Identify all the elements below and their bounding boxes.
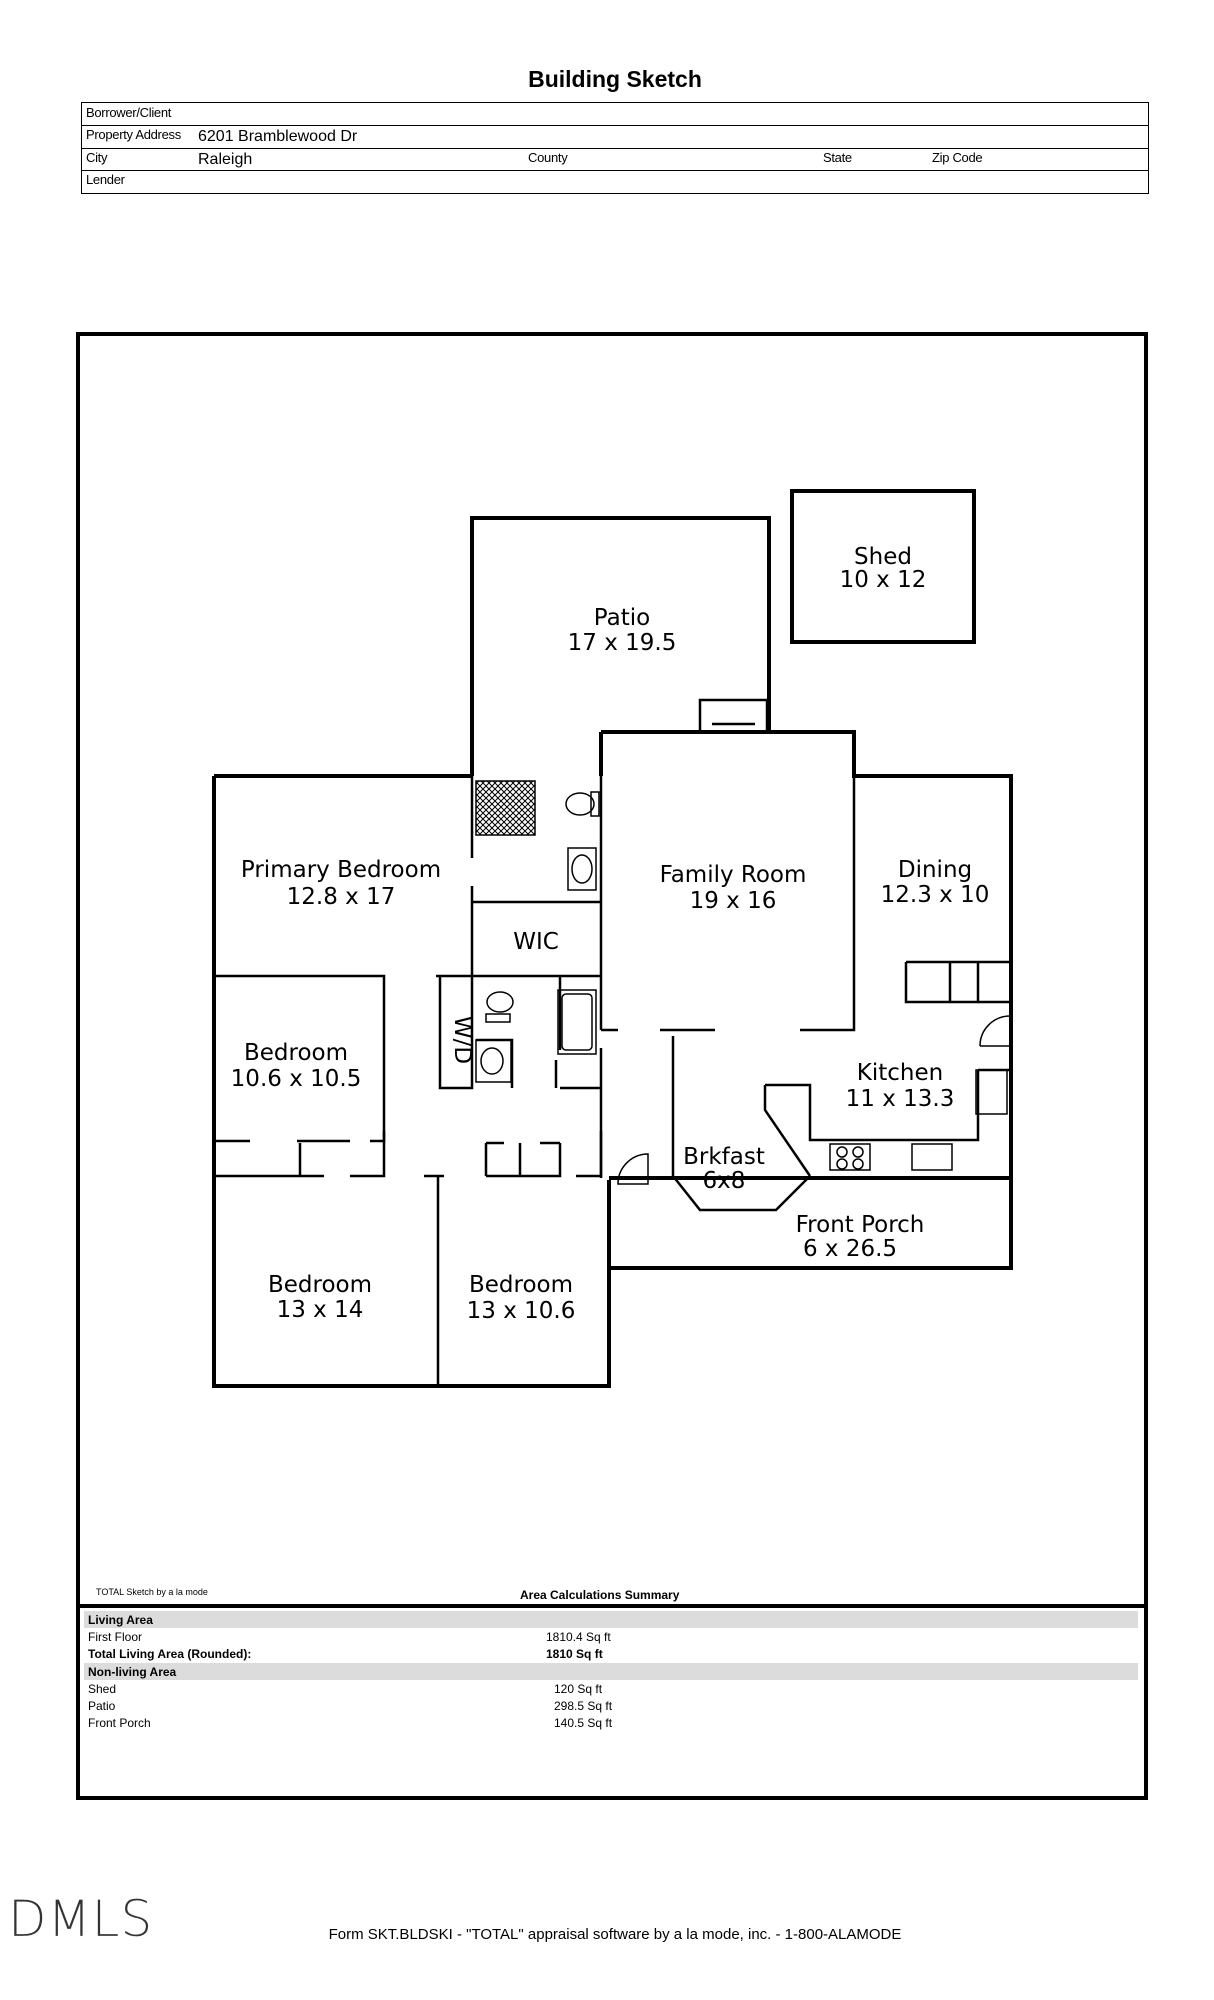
dining-dim: 12.3 x 10 [881, 882, 990, 908]
dining-name: Dining [898, 857, 972, 883]
lender-label: Lender [86, 172, 125, 187]
porch-row: Front Porch 140.5 Sq ft [84, 1714, 1138, 1731]
living-area-label: Living Area [88, 1613, 153, 1627]
page-title: Building Sketch [528, 66, 702, 92]
breakfast-dim: 6x8 [703, 1168, 746, 1194]
bedroom-1-dim: 10.6 x 10.5 [231, 1066, 362, 1092]
bedroom-3-name: Bedroom [469, 1272, 573, 1298]
zip-label: Zip Code [932, 150, 983, 165]
address-label: Property Address [86, 127, 181, 142]
total-label: Total Living Area (Rounded): [88, 1647, 252, 1661]
porch-area-value: 140.5 Sq ft [554, 1716, 613, 1730]
bedroom-3-dim: 13 x 10.6 [467, 1298, 576, 1324]
kitchen-dim: 11 x 13.3 [846, 1086, 955, 1112]
shed-row: Shed 120 Sq ft [84, 1680, 1138, 1697]
shed-area-value: 120 Sq ft [554, 1682, 603, 1696]
property-info-table: Borrower/Client Property Address 6201 Br… [81, 102, 1149, 194]
bedroom-1-name: Bedroom [244, 1040, 348, 1066]
footer-text: Form SKT.BLDSKI - "TOTAL" appraisal soft… [328, 1926, 902, 1943]
area-summary: TOTAL Sketch by a la mode Area Calculati… [80, 1587, 1144, 1796]
address-value: 6201 Bramblewood Dr [198, 128, 358, 145]
first-floor-label: First Floor [88, 1630, 142, 1644]
porch-area-label: Front Porch [88, 1716, 151, 1730]
city-row: City Raleigh County State Zip Code [82, 148, 1148, 171]
borrower-label: Borrower/Client [86, 105, 172, 120]
patio-dim: 17 x 19.5 [568, 630, 677, 656]
wic-label: WIC [513, 929, 559, 955]
wd-label: W/D [449, 1016, 475, 1064]
front-porch-name: Front Porch [796, 1212, 925, 1238]
shed-outline [790, 489, 976, 644]
primary-bedroom-dim: 12.8 x 17 [287, 884, 396, 910]
nonliving-label: Non-living Area [88, 1665, 177, 1679]
family-room-dim: 19 x 16 [690, 888, 777, 914]
patio-name: Patio [594, 605, 650, 631]
first-floor-row: First Floor 1810.4 Sq ft [84, 1628, 1138, 1645]
patio-row: Patio 298.5 Sq ft [84, 1697, 1138, 1714]
lender-row: Lender [82, 170, 1148, 193]
kitchen-name: Kitchen [857, 1060, 943, 1086]
county-label: County [528, 150, 568, 165]
city-value: Raleigh [198, 151, 253, 168]
living-area-header: Living Area [84, 1611, 1138, 1628]
total-value: 1810 Sq ft [546, 1647, 603, 1661]
porch-outline [609, 1176, 1013, 1270]
summary-title: Area Calculations Summary [520, 1588, 680, 1602]
breakfast-name: Brkfast [683, 1144, 765, 1170]
family-room-name: Family Room [660, 862, 807, 888]
dmls-logo: DMLS [8, 1890, 154, 1948]
city-label: City [86, 150, 108, 165]
patio-outline [470, 516, 771, 776]
sketch-frame [76, 332, 1148, 1800]
total-row: Total Living Area (Rounded): 1810 Sq ft [84, 1645, 1138, 1662]
patio-area-label: Patio [88, 1699, 116, 1713]
shed-dim: 10 x 12 [840, 567, 927, 593]
shed-area-label: Shed [88, 1682, 117, 1696]
bedroom-2-name: Bedroom [268, 1272, 372, 1298]
first-floor-value: 1810.4 Sq ft [546, 1630, 611, 1644]
front-porch-dim: 6 x 26.5 [803, 1236, 897, 1262]
nonliving-header: Non-living Area [84, 1663, 1138, 1680]
patio-area-value: 298.5 Sq ft [554, 1699, 613, 1713]
bedroom-2-dim: 13 x 14 [277, 1297, 364, 1323]
primary-bedroom-name: Primary Bedroom [241, 857, 441, 883]
state-label: State [823, 150, 852, 165]
borrower-row: Borrower/Client [82, 103, 1148, 126]
software-note: TOTAL Sketch by a la mode [96, 1587, 208, 1597]
floor-plan: Shed 10 x 12 Patio 17 x 19.5 Primary Bed… [212, 489, 1013, 1388]
shed-name: Shed [854, 544, 912, 570]
address-row: Property Address 6201 Bramblewood Dr [82, 125, 1148, 149]
